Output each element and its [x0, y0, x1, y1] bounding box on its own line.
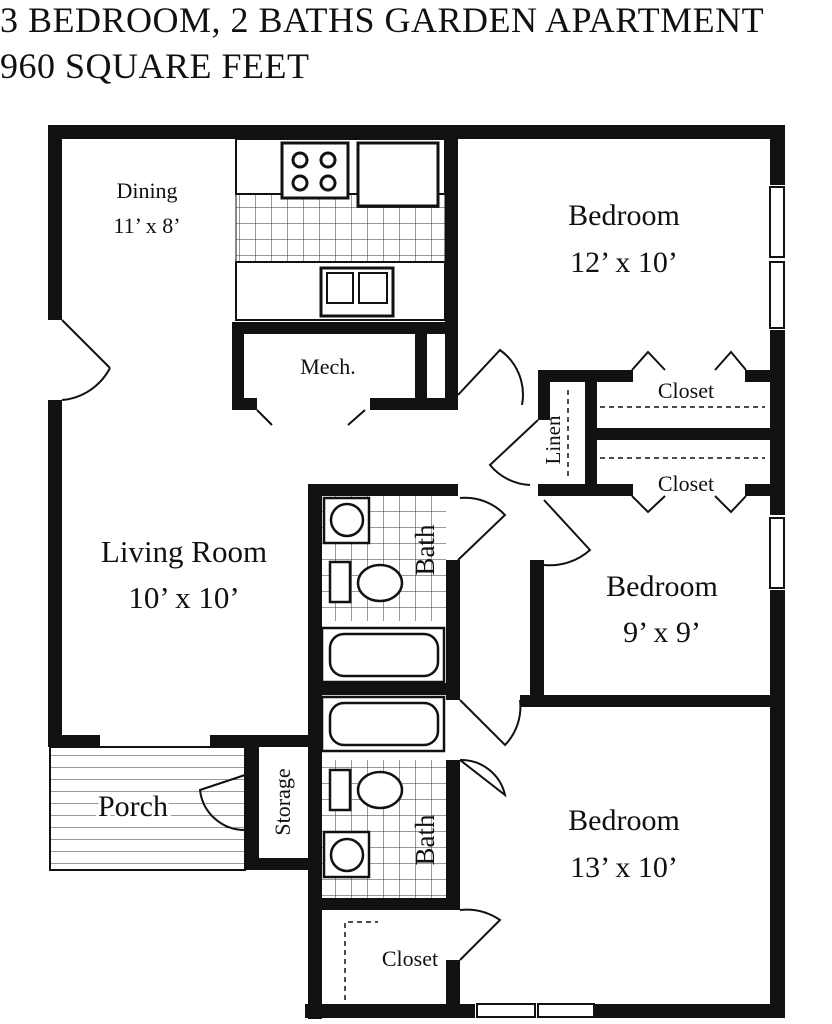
dining-size: 11’ x 8’ — [113, 213, 180, 238]
closet-rods — [344, 390, 765, 1000]
bedroom2-size: 9’ x 9’ — [623, 616, 701, 649]
bedroom3-label: Bedroom — [568, 804, 680, 837]
bedroom2-label: Bedroom — [606, 570, 718, 603]
linen-label: Linen — [541, 415, 565, 464]
bedroom3-size: 13’ x 10’ — [570, 851, 678, 884]
plan-square-footage: 960 SQUARE FEET — [0, 46, 310, 86]
sink-icon — [319, 266, 395, 318]
closet3-label: Closet — [382, 946, 438, 971]
plan-title: 3 BEDROOM, 2 BATHS GARDEN APARTMENT — [0, 0, 765, 40]
bedroom1-label: Bedroom — [568, 199, 680, 232]
stove-icon — [280, 141, 350, 200]
closet2-label: Closet — [658, 471, 714, 496]
windows — [476, 186, 785, 1018]
storage-label: Storage — [270, 768, 295, 835]
closet1-label: Closet — [658, 378, 714, 403]
bath2-label: Bath — [410, 814, 440, 865]
bath1-label: Bath — [410, 524, 440, 575]
living-room-label: Living Room — [101, 534, 267, 569]
porch-label: Porch — [98, 790, 168, 823]
dining-label: Dining — [116, 178, 177, 203]
porch-deck — [49, 746, 246, 871]
bedroom1-size: 12’ x 10’ — [570, 246, 678, 279]
refrigerator-icon — [356, 141, 440, 208]
bath-fixtures — [320, 496, 446, 898]
mech-label: Mech. — [300, 354, 356, 379]
walls — [48, 125, 785, 1019]
kitchen — [235, 138, 446, 321]
living-room-size: 10’ x 10’ — [128, 580, 239, 615]
doors[interactable] — [61, 319, 747, 961]
